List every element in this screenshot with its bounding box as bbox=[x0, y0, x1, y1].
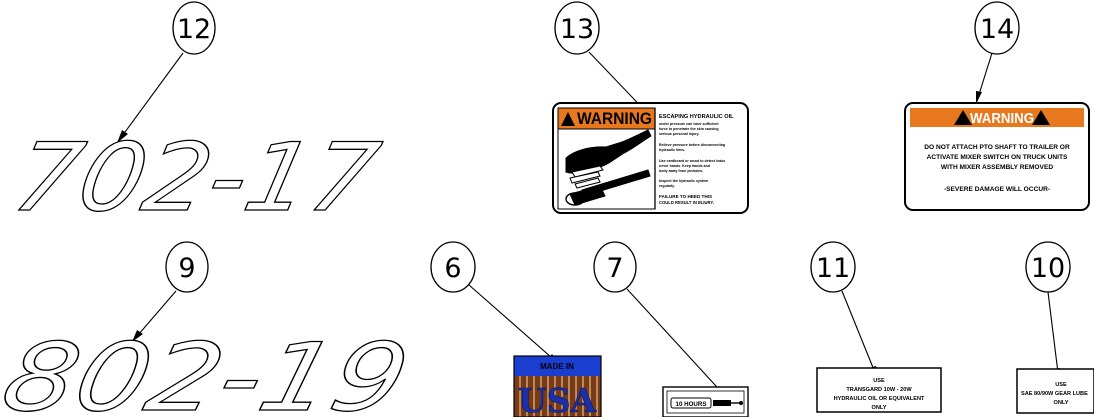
warning-triangle-icon-right bbox=[1032, 110, 1050, 125]
made-in-label: MADE IN bbox=[540, 362, 574, 371]
gear-lube-line-2: SAE 80/90W GEAR LUBE bbox=[1021, 391, 1088, 397]
hydraulic-warning-line-5: hydraulic lines. bbox=[659, 148, 685, 152]
hydraulic-warning-line-3: serious personal injury. bbox=[659, 132, 699, 136]
hydraulic-oil-decal-border bbox=[816, 367, 942, 413]
hydraulic-warning-line-8: body away from pinholes. bbox=[659, 169, 703, 173]
decal-made-in-usa: MADE IN USA bbox=[513, 355, 602, 417]
balloon-9-number: 9 bbox=[178, 253, 195, 284]
leader-line-11 bbox=[841, 290, 879, 381]
leader-line-12 bbox=[116, 52, 184, 144]
hydraulic-warning-line-11: FAILURE TO HEED THIS bbox=[659, 194, 712, 199]
hours-label: 10 HOURS bbox=[676, 401, 707, 408]
gear-lube-line-1: USE bbox=[1055, 382, 1067, 388]
balloon-12 bbox=[172, 1, 216, 55]
hydraulic-warning-line-12: COULD RESULT IN INJURY. bbox=[659, 200, 714, 205]
decal-10-hours: 10 HOURS bbox=[662, 386, 749, 417]
leader-arrow-12 bbox=[117, 130, 128, 143]
balloon-6 bbox=[430, 241, 476, 293]
balloon-14 bbox=[974, 1, 1020, 55]
callout-10: 10 bbox=[1025, 241, 1071, 382]
balloon-11-number: 11 bbox=[816, 253, 850, 284]
gear-lube-line-3: ONLY bbox=[1053, 400, 1068, 406]
hydraulic-warning-line-6: Use cardboard or wood to detect leaks bbox=[659, 159, 725, 163]
gear-lube-decal-border bbox=[1016, 368, 1094, 414]
usa-label: USA bbox=[518, 381, 596, 417]
callout-14: 14 bbox=[974, 1, 1020, 105]
balloon-9 bbox=[165, 241, 209, 293]
balloon-12-number: 12 bbox=[177, 14, 211, 45]
leader-line-6 bbox=[468, 284, 561, 366]
hydraulic-warning-line-10: regularly. bbox=[659, 184, 675, 188]
decal-gear-lube: USE SAE 80/90W GEAR LUBE ONLY bbox=[1016, 368, 1094, 414]
pto-warning-line-1: DO NOT ATTACH PTO SHAFT TO TRAILER OR bbox=[924, 144, 1070, 151]
decal-802-19: 802-19 bbox=[0, 322, 420, 417]
decal-hydraulic-oil: USE TRANSGARD 10W - 20W HYDRAULIC OIL OR… bbox=[816, 367, 942, 413]
made-in-usa-blue-band bbox=[514, 356, 601, 376]
made-in-usa-border bbox=[513, 355, 602, 417]
hydraulic-oil-line-1: USE bbox=[873, 378, 885, 384]
pto-warning-line-2: ACTIVATE MIXER SWITCH ON TRUCK UNITS bbox=[927, 154, 1068, 161]
hydraulic-warning-header: WARNING bbox=[577, 109, 652, 128]
callout-7: 7 bbox=[593, 241, 728, 399]
callout-11: 11 bbox=[810, 241, 879, 381]
leader-arrow-9 bbox=[132, 330, 143, 342]
decal-hydraulic-warning: WARNING ESCAPING HYDRAULIC OIL under pre… bbox=[552, 102, 749, 214]
hydraulic-warning-line-7: never hands. Keep hands and bbox=[659, 164, 710, 168]
decal-702-17-text: 702-17 bbox=[5, 124, 388, 233]
balloon-13-number: 13 bbox=[560, 14, 594, 45]
leader-arrow-14 bbox=[976, 91, 982, 104]
hand-injection-pictogram bbox=[565, 129, 652, 206]
hydraulic-warning-line-2: force to penetrate the skin causing bbox=[659, 127, 719, 131]
leader-line-7 bbox=[626, 288, 728, 399]
hydraulic-warning-line-1: under pressure can have sufficient bbox=[659, 122, 719, 126]
hydraulic-warning-picture-frame bbox=[557, 128, 656, 210]
hydraulic-oil-line-4: ONLY bbox=[871, 405, 886, 411]
warning-triangle-icon-left bbox=[954, 110, 972, 125]
decal-702-17: 702-17 bbox=[4, 123, 388, 233]
balloon-6-number: 6 bbox=[444, 253, 461, 284]
pto-warning-line-3: WITH MIXER ASSEMBLY REMOVED bbox=[941, 164, 1053, 171]
pto-warning-line-4: -SEVERE DAMAGE WILL OCCUR- bbox=[944, 186, 1050, 193]
balloon-13 bbox=[554, 1, 600, 55]
hours-label-box bbox=[670, 397, 712, 409]
callout-12: 12 bbox=[116, 1, 216, 144]
callout-13: 13 bbox=[554, 1, 653, 119]
balloon-11 bbox=[810, 241, 856, 293]
hydraulic-warning-title: ESCAPING HYDRAULIC OIL bbox=[659, 114, 734, 120]
decal-pto-warning: WARNING DO NOT ATTACH PTO SHAFT TO TRAIL… bbox=[904, 102, 1090, 211]
hydraulic-oil-line-2: TRANSGARD 10W - 20W bbox=[846, 387, 912, 393]
pto-warning-border bbox=[904, 102, 1090, 211]
decal-802-19-text: 802-19 bbox=[0, 322, 420, 417]
warning-triangle-icon bbox=[561, 112, 575, 126]
hydraulic-warning-line-4: Relieve pressure before disconnecting bbox=[659, 143, 725, 147]
hours-decal-inner-border bbox=[666, 390, 745, 414]
balloon-14-number: 14 bbox=[980, 14, 1014, 45]
balloon-7-number: 7 bbox=[606, 253, 623, 284]
callout-6: 6 bbox=[430, 241, 561, 366]
callout-9: 9 bbox=[131, 241, 209, 343]
leader-line-10 bbox=[1047, 291, 1060, 382]
hydraulic-oil-line-3: HYDRAULIC OIL OR EQUIVALENT bbox=[834, 396, 925, 402]
balloon-7 bbox=[593, 241, 637, 293]
flag-stripes bbox=[519, 376, 598, 417]
balloon-10-number: 10 bbox=[1031, 253, 1065, 284]
grease-gun-icon bbox=[713, 400, 743, 406]
hydraulic-warning-line-9: Inspect the hydraulic system bbox=[659, 179, 708, 183]
pto-warning-header: WARNING bbox=[970, 110, 1034, 127]
